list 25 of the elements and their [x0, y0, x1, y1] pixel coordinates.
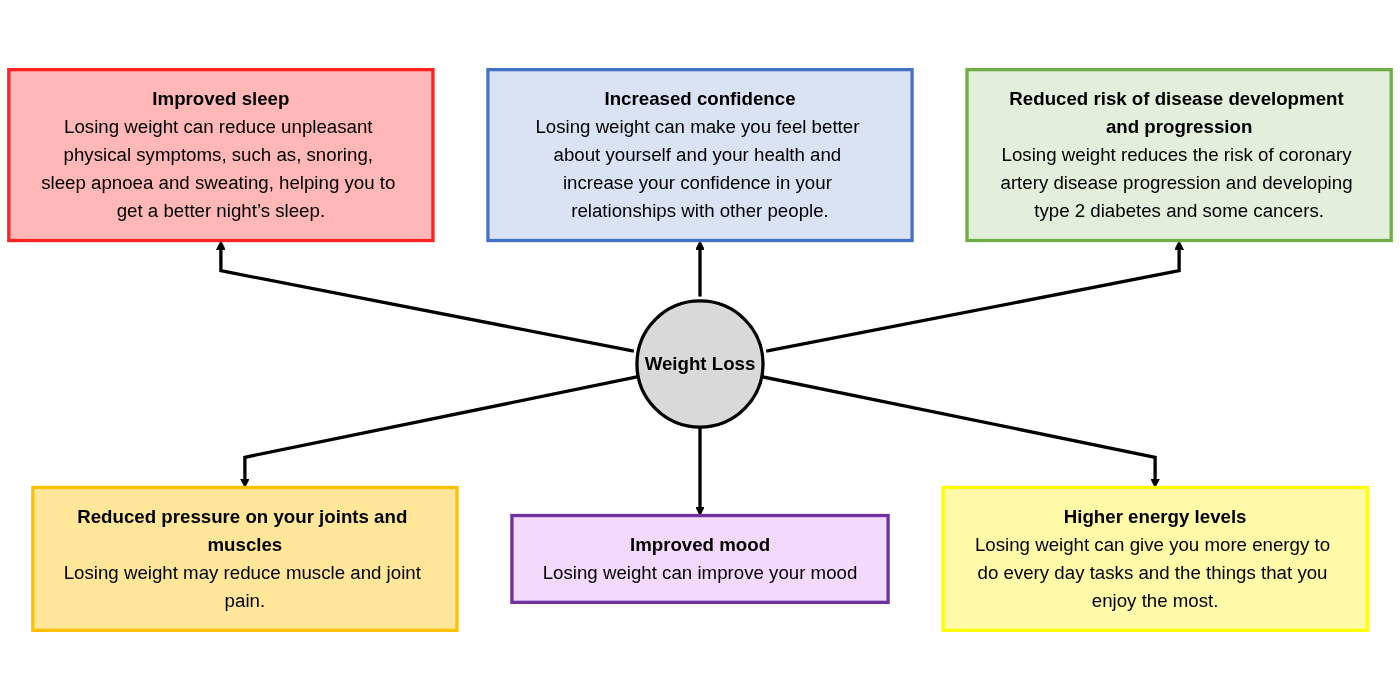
- box-text: Losing weight can make you feel better about yourself and your health and increase your confidence in your relationships with other people.: [535, 116, 861, 222]
- box-text: Losing weight can reduce unpleasant physical symptoms, such as, snoring, sleep apnoea and sweating, helping you to get a better night’s sleep.: [41, 116, 397, 222]
- topic-box: [7, 68, 435, 243]
- box-text: Losing weight can give you more energy to do every day tasks and the things that you enjoy the most.: [974, 534, 1332, 612]
- topic-box: [510, 513, 890, 604]
- topic-box: [965, 68, 1393, 243]
- box-heading: Improved sleep: [152, 88, 290, 110]
- box-text: Losing weight can improve your mood: [542, 562, 858, 584]
- arrow: [695, 240, 705, 297]
- arrow: [216, 240, 635, 353]
- box-text: Losing weight reduces the risk of coronary artery disease progression and developing type 2 diabetes and some cancers.: [1000, 144, 1354, 222]
- box-text: Losing weight may reduce muscle and joint pain.: [63, 562, 422, 612]
- box-heading: Higher energy levels: [1063, 506, 1247, 528]
- arrow: [695, 427, 705, 516]
- topic-box: [941, 485, 1369, 632]
- box-heading: Reduced pressure on your joints and muscles: [77, 506, 409, 556]
- topic-box: [486, 68, 914, 243]
- central-circle: [635, 299, 765, 429]
- arrow: [761, 375, 1160, 488]
- arrow: [765, 240, 1184, 353]
- box-heading: Improved mood: [629, 534, 771, 556]
- hub-title: Weight Loss: [644, 353, 756, 375]
- box-heading: Reduced risk of disease development and progression: [1009, 88, 1345, 138]
- topic-box: [31, 485, 459, 632]
- box-heading: Increased confidence: [604, 88, 796, 110]
